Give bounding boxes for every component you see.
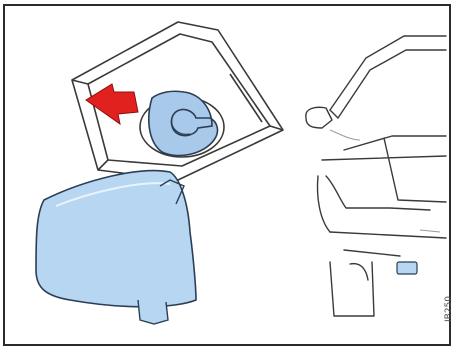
figure-code: IB250 xyxy=(443,292,454,326)
car-side-view xyxy=(306,36,446,316)
fuel-filler-cover xyxy=(36,171,196,324)
filler-cap-body xyxy=(149,91,218,155)
red-arrow-icon xyxy=(86,84,138,124)
fuel-flap-marker-icon xyxy=(397,262,417,274)
filler-cap xyxy=(140,91,224,157)
